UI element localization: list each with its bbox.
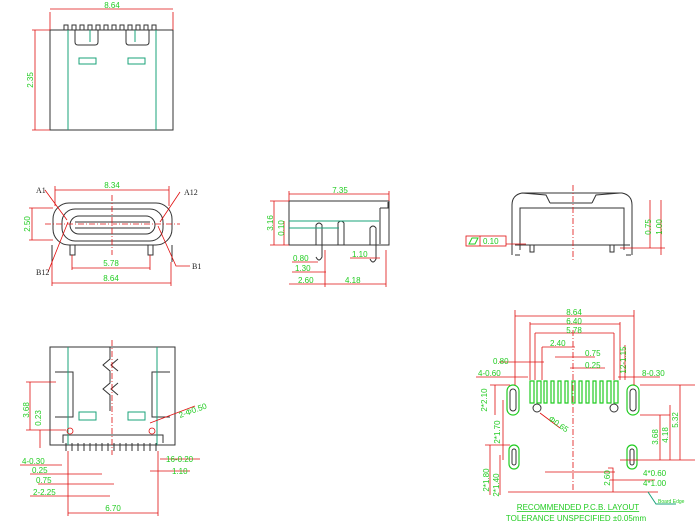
dim-pcb-r3: 5.32	[671, 412, 680, 428]
dim-front-height: 2.50	[23, 216, 32, 232]
flatness-frame	[465, 235, 507, 247]
flatness-icon	[468, 237, 479, 245]
top-hidden-lines	[67, 30, 157, 130]
dim-pcb-pads-b: 8-0.30	[642, 369, 665, 378]
dim-bottom-w2: 0.25	[32, 466, 48, 475]
dim-rear-d1: 0.75	[644, 219, 653, 235]
dim-bottom-w4: 2-2.25	[33, 488, 56, 497]
dim-bottom-holes: 2-Φ0.50	[178, 401, 209, 420]
dim-pcb-r5: 4*0.60	[643, 469, 667, 478]
dim-top-height: 2.35	[26, 72, 35, 88]
dim-side-offset: 0.10	[277, 220, 286, 236]
dim-side-d3: 2.60	[298, 276, 314, 285]
board-edge-leader	[647, 491, 676, 505]
top-dims	[32, 8, 174, 131]
dim-side-d5: 1.10	[352, 250, 368, 259]
dim-bottom-w5: 1.10	[172, 467, 188, 476]
dim-rear-d2: 1.00	[655, 219, 664, 235]
dim-bottom-span: 6.70	[105, 504, 121, 513]
bottom-body	[49, 346, 176, 446]
dim-side-d1: 0.80	[293, 254, 309, 263]
dim-front-leg-pitch: 5.78	[103, 259, 119, 268]
pin-label-a12: A12	[184, 188, 198, 197]
dim-side-length: 7.35	[332, 186, 348, 195]
bottom-dims	[20, 381, 200, 516]
dim-rear-flatness: 0.10	[483, 237, 499, 246]
pin-label-b1: B1	[192, 262, 201, 271]
dim-pcb-r6: 4*1.00	[643, 479, 667, 488]
top-view: 8.64 2.35	[26, 1, 174, 131]
dim-pcb-l4: 2*1.40	[492, 473, 501, 497]
dim-pcb-r4: 2.60	[603, 470, 612, 486]
dim-pcb-pad-len: 12-1.15	[619, 346, 628, 374]
side-view: 7.35 3.16 0.10 0.80 1.30 2.60 4.18 1.10	[266, 186, 390, 287]
dim-pcb-r2: 4.18	[661, 427, 670, 443]
pcb-tolerance: TOLERANCE UNSPECIFIED ±0.05mm	[506, 514, 647, 523]
front-dims	[29, 186, 172, 286]
dim-side-d4: 4.18	[345, 276, 361, 285]
dim-pcb-r1: 3.68	[651, 429, 660, 445]
dim-pcb-w2: 6.40	[566, 317, 582, 326]
dim-front-outer-width: 8.64	[103, 274, 119, 283]
dim-front-inner-width: 8.34	[104, 181, 120, 190]
dim-top-width: 8.64	[104, 1, 120, 10]
dim-bottom-h1: 3.68	[22, 402, 31, 418]
pcb-layout: 8.64 6.40 5.78 2.40 0.80 0.75 0.25 4-0.6…	[476, 308, 695, 523]
dim-bottom-w1: 4-0.30	[22, 457, 45, 466]
smt-pads	[529, 380, 619, 404]
dim-pcb-w7: 0.25	[585, 361, 601, 370]
front-view: 8.34 2.50 5.78 8.64 A1 A12 B12 B1	[23, 181, 201, 286]
dim-bottom-w3: 0.75	[36, 476, 52, 485]
dim-pcb-w3: 5.78	[566, 326, 582, 335]
board-edge-label: Board Edge	[658, 499, 685, 505]
bottom-view: 3.68 0.23 2-Φ0.50 4-0.30 0.25 0.75 2-2.2…	[20, 340, 209, 516]
dim-side-d2: 1.30	[295, 264, 311, 273]
rear-view: 0.10 0.75 1.00	[465, 185, 665, 260]
dim-pcb-l3: 2*1.80	[482, 468, 491, 492]
dim-side-height: 3.16	[266, 215, 275, 231]
dim-pcb-w4: 2.40	[550, 339, 566, 348]
top-tabs	[74, 30, 150, 46]
pin-label-a1: A1	[36, 186, 46, 195]
dim-bottom-h2: 0.23	[34, 410, 43, 426]
pin-label-b12: B12	[36, 268, 49, 277]
dim-pcb-w6: 0.75	[585, 349, 601, 358]
side-dims	[270, 191, 390, 287]
pcb-caption: RECOMMENDED P.C.B. LAYOUT	[517, 503, 640, 512]
side-body	[288, 200, 390, 246]
dim-pcb-l1: 2*2.10	[480, 388, 489, 412]
dim-bottom-pins: 16-0.20	[166, 455, 194, 464]
dim-pcb-l2: 2*1.70	[493, 420, 502, 444]
pcb-dims	[476, 310, 695, 495]
dim-pcb-w1: 8.64	[566, 308, 582, 317]
dim-pcb-w5: 0.80	[493, 357, 509, 366]
top-pins	[63, 24, 157, 30]
bottom-pins	[65, 443, 157, 451]
dim-pcb-hole: Φ0.65	[547, 414, 571, 434]
dim-pcb-pads-a: 4-0.60	[478, 369, 501, 378]
